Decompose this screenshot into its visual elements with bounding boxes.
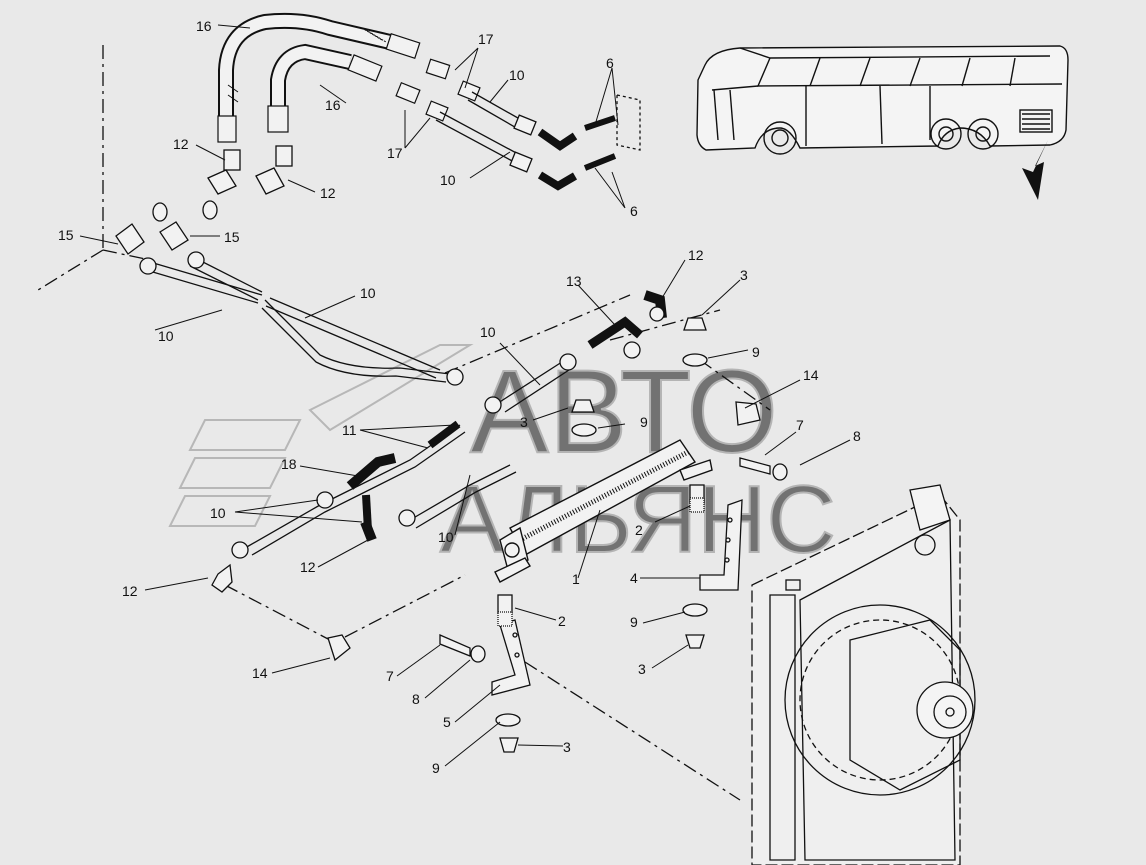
middle-pipes (231, 290, 667, 559)
callout-c15a: 15 (58, 227, 74, 243)
radiator-fan-assembly (751, 484, 976, 865)
callout-c5: 5 (443, 714, 451, 730)
callout-c4: 4 (630, 570, 638, 586)
callout-c8b: 8 (412, 691, 420, 707)
callout-c11: 11 (342, 422, 357, 438)
oil-cooler (494, 439, 713, 583)
callout-c10a: 10 (509, 67, 525, 83)
fan-shroud (784, 604, 976, 796)
hose-fittings-top (217, 33, 481, 143)
callout-c9a: 9 (752, 344, 760, 360)
bus-illustration (696, 45, 1069, 155)
callout-c2b: 2 (558, 613, 566, 629)
callout-c2a: 2 (635, 522, 643, 538)
callout-c15b: 15 (224, 229, 240, 245)
bus-rear-wheel-1 (930, 118, 962, 150)
callout-c3c: 3 (638, 661, 646, 677)
callout-c10g: 10 (438, 529, 454, 545)
callout-c10f: 10 (210, 505, 226, 521)
callout-c12c: 12 (688, 247, 704, 263)
callout-c3b: 3 (520, 414, 528, 430)
fan-hub (916, 681, 974, 739)
callout-c14a: 14 (803, 367, 819, 383)
callout-c6b: 6 (630, 203, 638, 219)
callout-c3d: 3 (563, 739, 571, 755)
leader-lines (79, 24, 851, 767)
callout-c12a: 12 (173, 136, 189, 152)
mounting-hardware (211, 317, 788, 753)
callout-c6a: 6 (606, 55, 614, 71)
callout-c13: 13 (566, 273, 582, 289)
callout-c7a: 7 (796, 417, 804, 433)
callout-c9d: 9 (432, 760, 440, 776)
callout-c12b: 12 (320, 185, 336, 201)
callout-c10c: 10 (158, 328, 174, 344)
callout-c17a: 17 (478, 31, 494, 47)
upper-pipes (435, 91, 641, 191)
callout-c12d: 12 (300, 559, 316, 575)
left-fittings (115, 145, 293, 255)
callout-c16b: 16 (325, 97, 341, 113)
frame-dash-lines (37, 45, 771, 801)
callout-c3a: 3 (740, 267, 748, 283)
callout-c12e: 12 (122, 583, 138, 599)
location-arrow (1022, 140, 1048, 200)
watermark-text-line1: АВТО (470, 346, 778, 478)
callout-c16a: 16 (196, 18, 212, 34)
callout-c8a: 8 (853, 428, 861, 444)
callout-c17b: 17 (387, 145, 403, 161)
callout-c14b: 14 (252, 665, 268, 681)
callout-c7b: 7 (386, 668, 394, 684)
watermark-logo-stripes (168, 344, 474, 527)
left-long-pipes (139, 251, 464, 386)
callout-c10d: 10 (360, 285, 376, 301)
callout-c9c: 9 (630, 614, 638, 630)
callout-c18: 18 (281, 456, 297, 472)
bus-engine-grille (1019, 109, 1053, 133)
bus-front-wheel (763, 121, 797, 155)
callout-c10b: 10 (440, 172, 456, 188)
callout-c1: 1 (572, 571, 580, 587)
upper-hoses (218, 12, 392, 120)
bus-rear-wheel-2 (967, 118, 999, 150)
callout-c9b: 9 (640, 414, 648, 430)
callout-c10e: 10 (480, 324, 496, 340)
